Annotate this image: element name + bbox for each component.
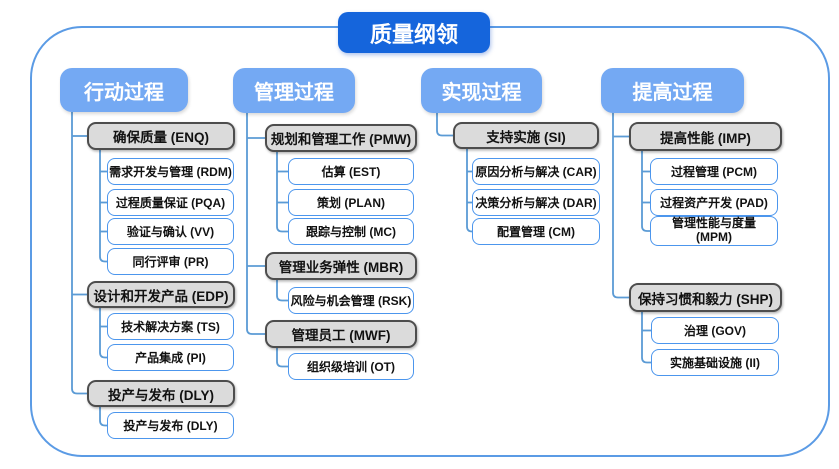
node-pad: 过程资产开发 (PAD) — [650, 189, 778, 216]
header-management-process: 管理过程 — [233, 68, 355, 113]
header-implementation-process: 实现过程 — [421, 68, 542, 113]
node-ii: 实施基础设施 (II) — [651, 349, 779, 376]
node-pmw: 规划和管理工作 (PMW) — [265, 124, 417, 152]
node-pcm: 过程管理 (PCM) — [650, 158, 778, 185]
node-plan: 策划 (PLAN) — [288, 189, 414, 216]
node-pi: 产品集成 (PI) — [107, 344, 234, 371]
node-shp: 保持习惯和毅力 (SHP) — [629, 283, 782, 312]
node-vv: 验证与确认 (VV) — [107, 218, 234, 245]
node-imp: 提高性能 (IMP) — [629, 122, 782, 151]
node-car: 原因分析与解决 (CAR) — [472, 158, 600, 185]
header-improvement-process: 提高过程 — [601, 68, 744, 113]
node-si: 支持实施 (SI) — [453, 122, 599, 149]
node-gov: 治理 (GOV) — [651, 317, 779, 344]
node-est: 估算 (EST) — [288, 158, 414, 185]
diagram-title: 质量纲领 — [338, 12, 490, 53]
node-mbr: 管理业务弹性 (MBR) — [265, 252, 417, 280]
node-rdm: 需求开发与管理 (RDM) — [107, 158, 234, 185]
node-rsk: 风险与机会管理 (RSK) — [288, 287, 414, 314]
node-edp: 设计和开发产品 (EDP) — [87, 281, 235, 308]
node-cm: 配置管理 (CM) — [472, 218, 600, 245]
node-dar: 决策分析与解决 (DAR) — [472, 189, 600, 216]
node-mc: 跟踪与控制 (MC) — [288, 218, 414, 245]
node-pr: 同行评审 (PR) — [107, 248, 234, 275]
node-enq: 确保质量 (ENQ) — [87, 122, 235, 150]
node-ts: 技术解决方案 (TS) — [107, 313, 234, 340]
header-action-process: 行动过程 — [60, 68, 188, 112]
node-pqa: 过程质量保证 (PQA) — [107, 189, 234, 216]
node-dly-sub: 投产与发布 (DLY) — [107, 412, 234, 439]
node-ot: 组织级培训 (OT) — [288, 353, 414, 380]
node-dly: 投产与发布 (DLY) — [87, 380, 235, 407]
node-mwf: 管理员工 (MWF) — [265, 320, 417, 348]
node-mpm: 管理性能与度量 (MPM) — [650, 216, 778, 246]
